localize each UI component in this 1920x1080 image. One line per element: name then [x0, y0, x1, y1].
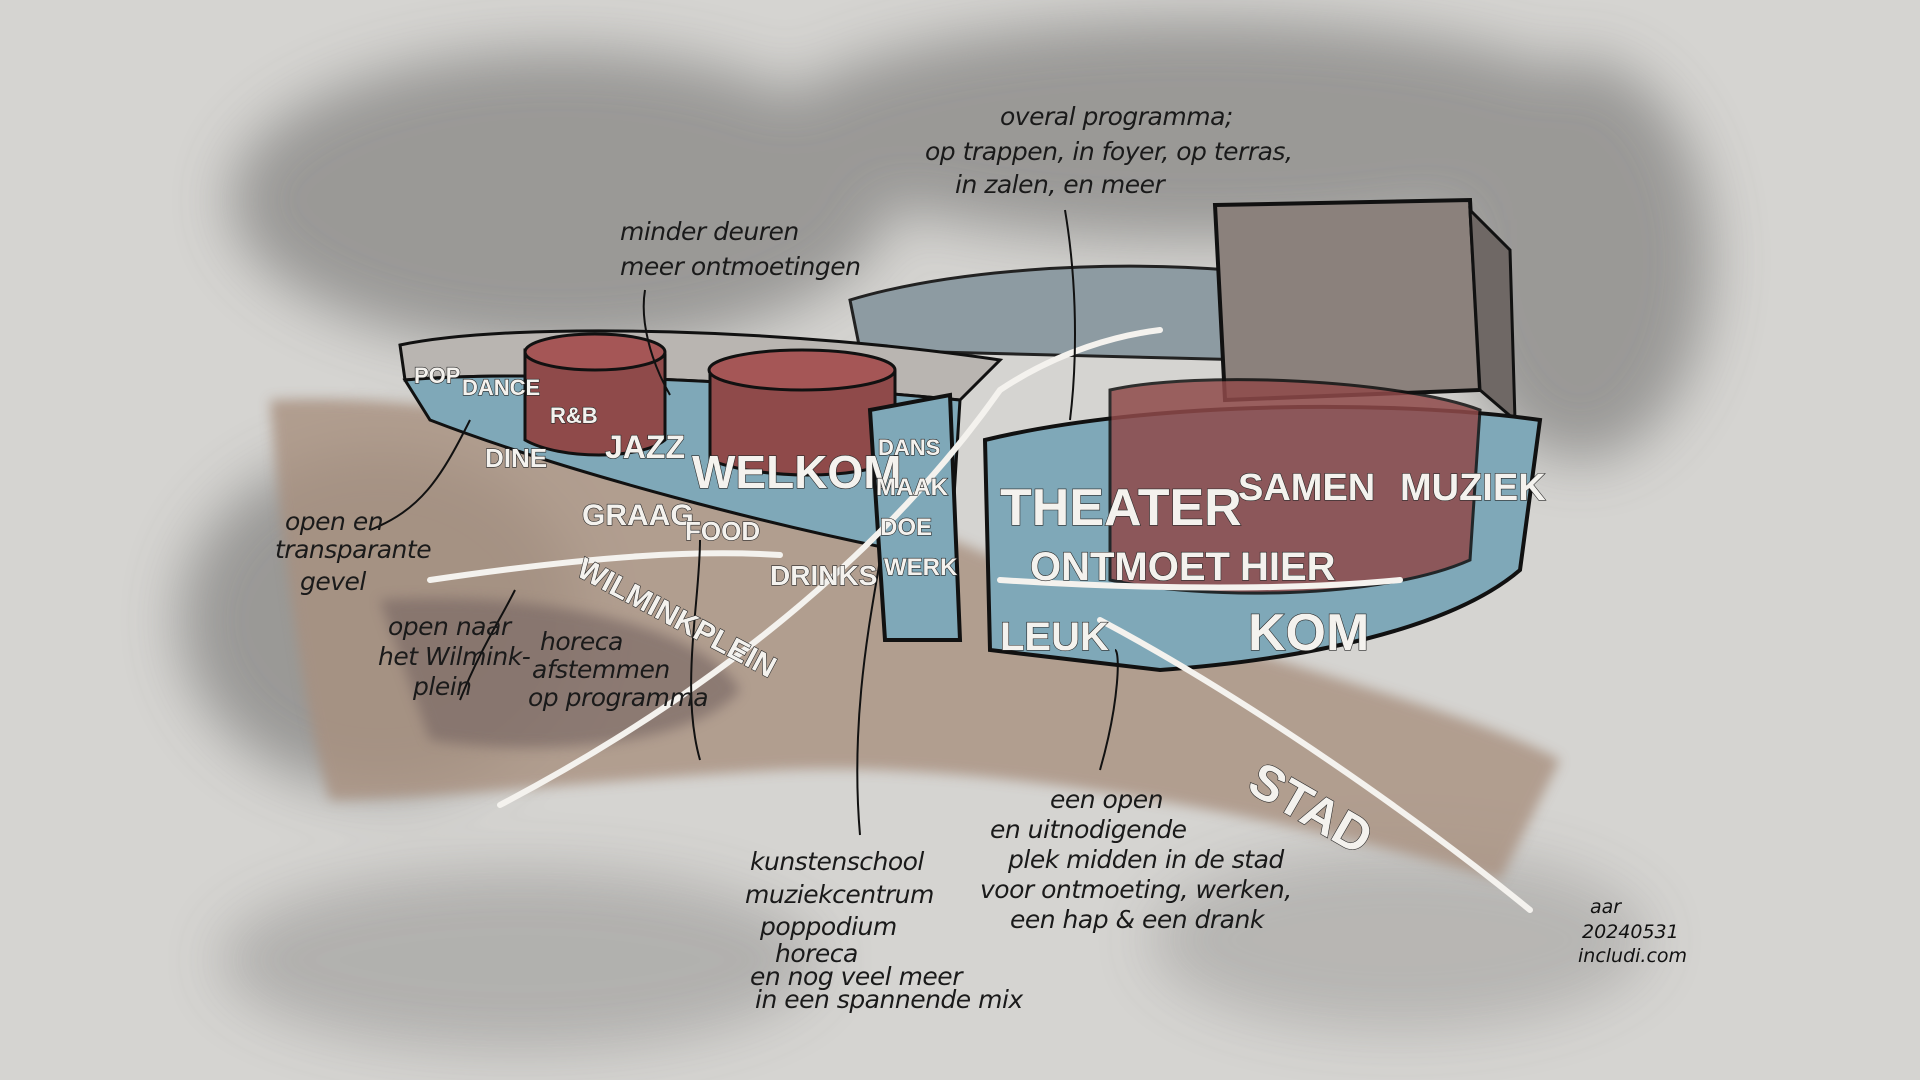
- annotation-line: horeca: [540, 627, 623, 656]
- annotation-line: poppodium: [759, 912, 897, 941]
- label-pop: POP: [414, 363, 460, 388]
- label-dine: DINE: [485, 443, 547, 473]
- annotation-line: minder deuren: [620, 217, 799, 246]
- red-drums: [523, 332, 897, 477]
- label-theater: THEATER: [1000, 479, 1242, 537]
- annotation-line: een hap & een drank: [1010, 905, 1266, 934]
- annotation-functies: kunstenschool muziekcentrum poppodium ho…: [745, 847, 1024, 1014]
- label-dans: DANS: [878, 435, 940, 460]
- annotation-line: in zalen, en meer: [955, 170, 1167, 199]
- signature-name: aar: [1590, 896, 1622, 918]
- annotation-line: transparante: [275, 535, 431, 564]
- route-arrows: [427, 327, 1533, 913]
- annotation-line: een open: [1050, 785, 1163, 814]
- label-jazz: JAZZ: [605, 429, 685, 465]
- annotation-plek: een open en uitnodigende plek midden in …: [980, 785, 1292, 934]
- label-graag: GRAAG: [582, 499, 694, 532]
- signature-website: includi.com: [1578, 945, 1687, 967]
- annotation-programma: overal programma; op trappen, in foyer, …: [925, 102, 1293, 199]
- fly-tower-box: [1212, 197, 1483, 403]
- tower-labels: DANS MAAK DOE WERK: [875, 434, 958, 581]
- right-drum: [1108, 378, 1482, 595]
- signature-date: 20240531: [1582, 921, 1679, 943]
- annotation-line: plein: [412, 672, 472, 701]
- signature: aar 20240531 includi.com: [1578, 896, 1687, 967]
- label-hier: HIER: [1240, 545, 1336, 589]
- annotation-plein: open naar het Wilmink- plein: [378, 612, 531, 701]
- annotation-line: overal programma;: [1000, 102, 1233, 131]
- annotation-line: en nog veel meer: [750, 962, 964, 991]
- label-rnb: R&B: [550, 403, 598, 428]
- label-werk: WERK: [884, 554, 958, 581]
- label-maak: MAAK: [876, 474, 949, 501]
- annotation-line: open en: [285, 507, 383, 536]
- left-wing-bottom-labels: DINE GRAAG FOOD DRINKS: [484, 442, 878, 591]
- right-block-labels: THEATER SAMEN MUZIEK ONTMOET HIER LEUK K…: [999, 466, 1546, 662]
- annotation-line: het Wilmink-: [378, 642, 531, 671]
- annotation-line: kunstenschool: [750, 847, 924, 876]
- label-doe: DOE: [880, 514, 932, 541]
- annotation-deuren: minder deuren meer ontmoetingen: [620, 217, 861, 281]
- annotation-line: op programma: [528, 683, 708, 712]
- annotation-line: muziekcentrum: [745, 880, 934, 909]
- annotation-line: voor ontmoeting, werken,: [980, 875, 1292, 904]
- annotation-line: op trappen, in foyer, op terras,: [925, 137, 1292, 166]
- annotation-horeca: horeca afstemmen op programma: [528, 627, 709, 712]
- annotation-line: meer ontmoetingen: [620, 252, 861, 281]
- back-volume: [848, 264, 1252, 362]
- annotation-line: open naar: [388, 612, 513, 641]
- left-wing-top-labels: POP DANCE R&B JAZZ WELKOM: [413, 362, 902, 498]
- label-kom: KOM: [1248, 604, 1369, 662]
- annotation-line: plek midden in de stad: [1007, 845, 1284, 874]
- label-food: FOOD: [685, 516, 760, 546]
- label-dance: DANCE: [462, 375, 540, 400]
- label-drinks: DRINKS: [770, 560, 877, 591]
- annotation-gevel: open en transparante gevel: [275, 507, 432, 596]
- annotation-line: gevel: [300, 567, 366, 596]
- leader-lines: [369, 209, 1119, 836]
- annotation-line: en uitnodigende: [990, 815, 1187, 844]
- label-ontmoet: ONTMOET: [1030, 545, 1230, 589]
- label-leuk: LEUK: [1000, 615, 1109, 659]
- annotation-line: afstemmen: [532, 655, 670, 684]
- annotation-line: in een spannende mix: [755, 985, 1023, 1014]
- label-samen: SAMEN: [1238, 467, 1375, 509]
- annotation-line: horeca: [775, 939, 858, 968]
- wilminkplein-square: [380, 598, 740, 748]
- label-welkom: WELKOM: [692, 446, 902, 498]
- label-muziek: MUZIEK: [1400, 467, 1546, 509]
